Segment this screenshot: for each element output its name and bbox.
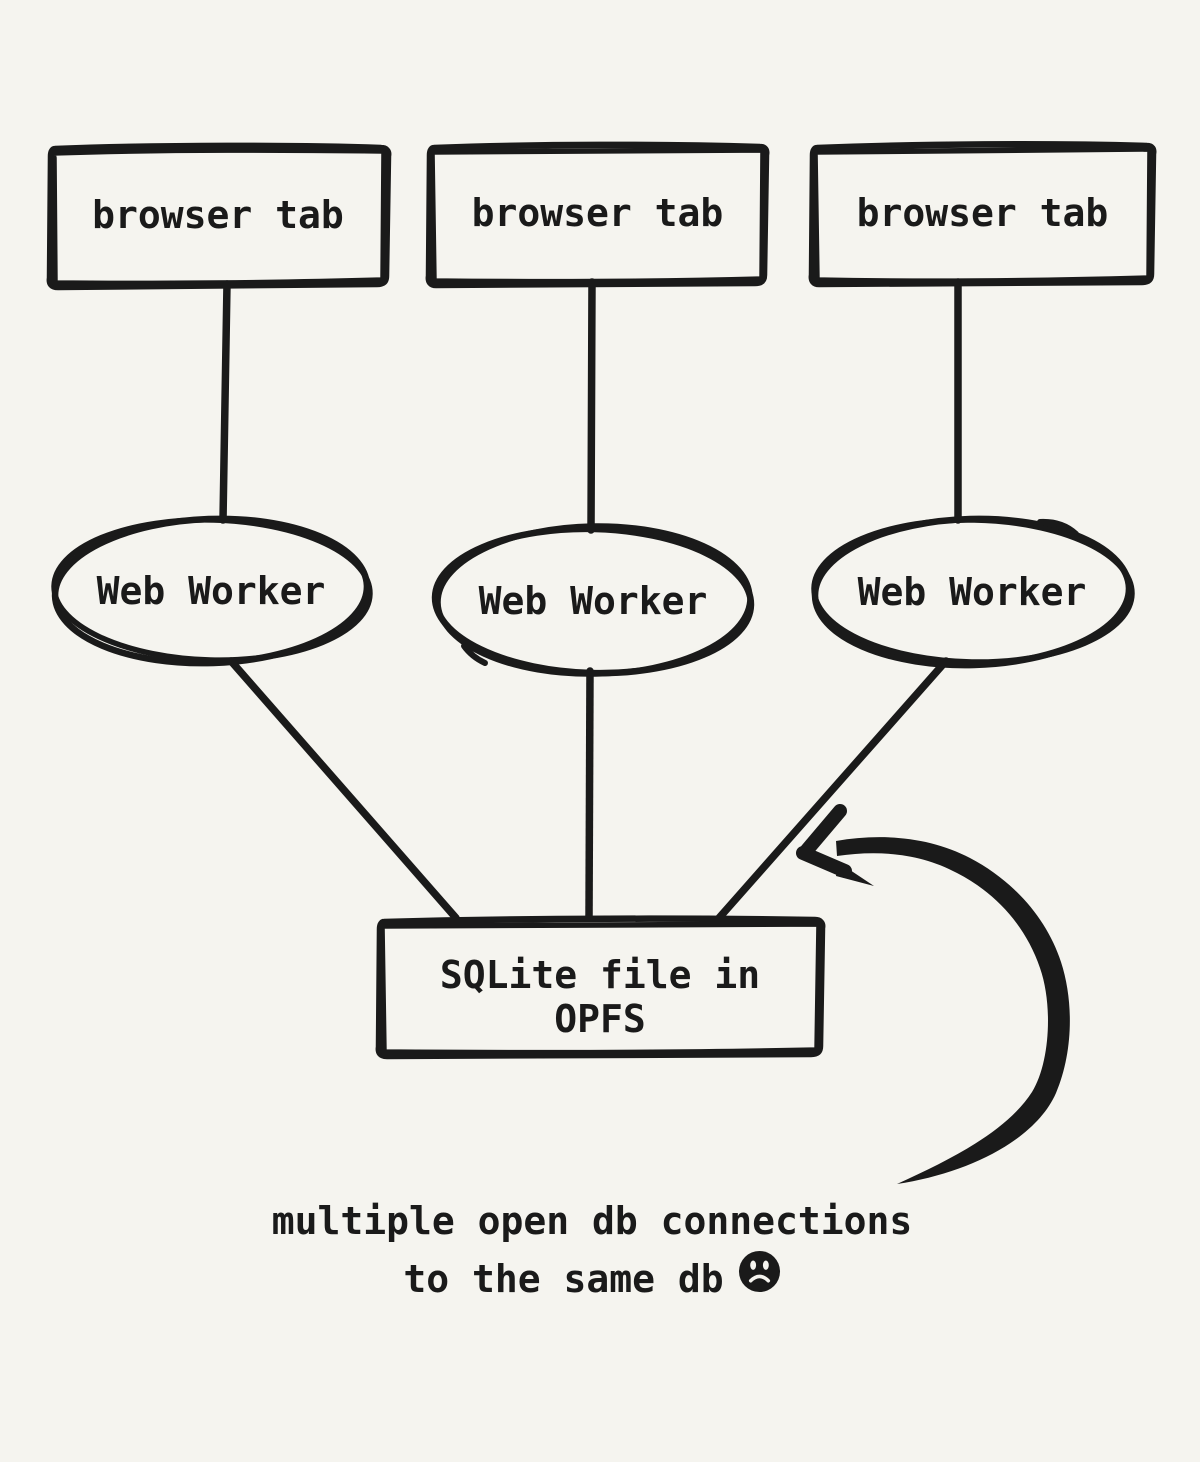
browser-tab-1-box <box>46 142 392 291</box>
connector-worker2-sqlite <box>585 667 594 922</box>
annotation-arrowhead-upper <box>800 804 847 857</box>
connector-worker1-sqlite <box>227 657 460 922</box>
caption: multiple open db connections to the same… <box>0 1192 1184 1308</box>
frowning-face-icon <box>738 1250 781 1309</box>
pen-accent-worker2 <box>461 643 488 666</box>
web-worker-1-label: Web Worker <box>96 569 326 613</box>
sqlite-box-overdraw <box>379 921 822 1056</box>
sqlite-box-label: SQLite file in OPFS <box>378 917 822 1055</box>
caption-line2-text: to the same db <box>403 1257 724 1301</box>
web-worker-1-ellipse-overdraw <box>51 517 373 663</box>
connector-tab1-worker1 <box>219 280 231 524</box>
web-worker-2-ellipse-overdraw <box>435 523 753 677</box>
caption-line1: multiple open db connections <box>271 1199 913 1243</box>
annotation-arrowhead-tip <box>836 862 874 886</box>
browser-tab-3-label: browser tab <box>856 191 1109 235</box>
web-worker-2-label: Web Worker <box>478 579 708 623</box>
connector-tab2-worker2 <box>587 278 596 534</box>
sqlite-box <box>375 915 826 1060</box>
web-worker-3-label: Web Worker <box>857 570 1087 614</box>
pen-accent-worker3 <box>1037 518 1079 537</box>
browser-tab-2-label: browser tab <box>471 191 724 235</box>
connector-worker3-sqlite <box>715 657 950 922</box>
sqlite-label-line2: OPFS <box>554 997 646 1041</box>
browser-tab-1-box-overdraw <box>50 147 387 287</box>
caption-line2: to the same db <box>0 1250 1184 1308</box>
browser-tab-1-label: browser tab <box>92 192 344 237</box>
sqlite-label-line1: SQLite file in <box>439 953 761 997</box>
web-worker-3-ellipse-overdraw <box>811 517 1135 665</box>
annotation-arrow-body <box>836 837 1070 1184</box>
browser-tab-2-box-overdraw <box>429 147 766 285</box>
browser-tab-3-box-overdraw <box>812 146 1153 284</box>
